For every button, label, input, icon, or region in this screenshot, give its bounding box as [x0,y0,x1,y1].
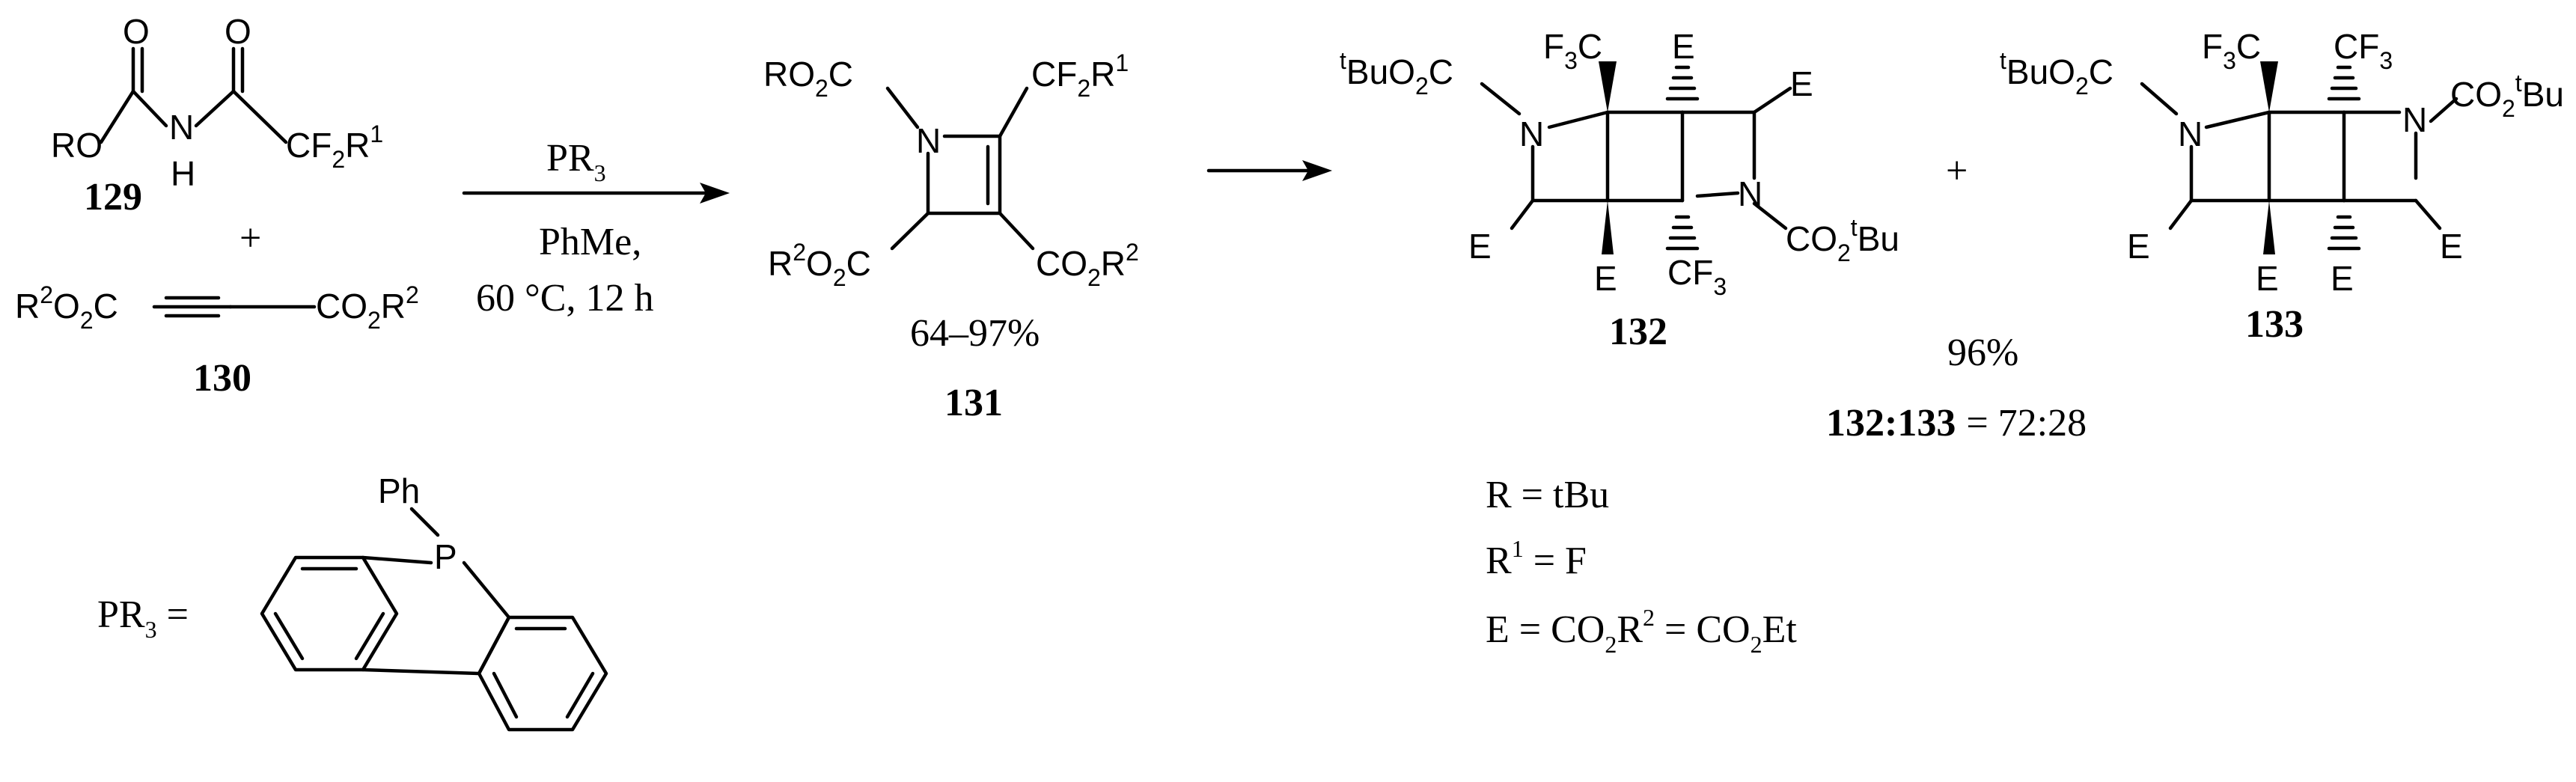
solvent-label: PhMe, [539,221,641,263]
plus-sign: + [1946,150,1968,192]
definition-r: R = tBu [1486,474,1609,516]
yield-label: 64–97% [910,312,1040,355]
co2tbu-label: CO2tBu [1786,214,1899,266]
ester-e-label: E [1790,64,1813,103]
r2o2c-label: R2O2C [15,281,118,334]
product-ratio: 132:133= 72:28 [1826,402,2087,445]
compound-133: tBuO2C N F3C CF3 N CO2tBu E E E E 133 [2000,27,2564,346]
compound-130: R2O2C CO2R2 130 [15,281,419,400]
compound-131: RO2C N CF2R1 R2O2C CO2R2 64–97% 131 [763,49,1139,424]
tbuo2c-label: tBuO2C [1340,47,1453,100]
cf2r1-label: CF2R1 [1031,49,1129,102]
reaction-arrow-2 [1206,160,1332,181]
ro2c-label: RO2C [763,55,853,102]
ratio-value: = 72:28 [1966,402,2087,445]
ester-e-label: E [1468,227,1492,266]
reaction-arrow-1: PR3 PhMe, 60 °C, 12 h [462,137,730,320]
f3c-label: F3C [2202,27,2261,74]
nitrogen-label: N [916,121,941,160]
oxygen-label: O [225,12,251,51]
compound-129: O O RO N H CF2R1 129 [51,12,383,219]
compound-number-133: 133 [2245,303,2304,346]
ro-label: RO [51,126,103,165]
nitrogen-label: N [1519,114,1544,153]
cf2r1-label: CF2R1 [286,120,383,173]
ester-e-label: E [2440,227,2463,266]
phenyl-label: Ph [378,471,420,510]
nitrogen-label: N [169,108,194,147]
definition-e: E = CO2R2 = CO2Et [1486,604,1797,658]
ester-e-label: E [1672,27,1695,66]
ester-e-label: E [2256,259,2279,298]
compound-number-130: 130 [193,357,251,400]
ester-e-label: E [1594,259,1617,298]
ester-e-label: E [2331,259,2354,298]
nitrogen-label: N [2402,100,2427,139]
pr3-structure: PR3 = Ph P [97,471,608,732]
product-yield: 96% [1947,332,2018,374]
oxygen-label: O [123,12,150,51]
co2tbu-label: CO2tBu [2450,70,2564,122]
conditions-label: 60 °C, 12 h [476,277,653,320]
tbuo2c-label: tBuO2C [2000,47,2113,100]
pr3-label: PR3 = [97,593,189,643]
cf3-label: CF3 [1667,253,1727,300]
nitrogen-label: N [2178,114,2203,153]
co2r2-label: CO2R2 [1036,239,1139,291]
ratio-label: 132:133 [1826,402,1956,445]
compound-number-131: 131 [944,382,1003,424]
definition-r1: R1 = F [1486,535,1587,582]
nitrogen-label: N [1738,174,1762,213]
substituent-definitions: R = tBu R1 = F E = CO2R2 = CO2Et [1486,474,1797,658]
ester-e-label: E [2127,227,2150,266]
reagent-label: PR3 [546,137,606,186]
svg-text:132:133= 72:28: 132:133= 72:28 [1826,402,2087,445]
co2r2-label: CO2R2 [316,281,419,334]
hydrogen-label: H [171,154,195,193]
plus-sign: + [239,217,261,260]
compound-132: tBuO2C N F3C E E E E N CO2tBu CF3 132 [1340,27,1899,353]
compound-number-129: 129 [84,176,142,219]
phosphorus-label: P [434,537,457,576]
compound-number-132: 132 [1609,311,1667,353]
f3c-label: F3C [1543,27,1602,74]
r2o2c-label: R2O2C [768,239,871,291]
